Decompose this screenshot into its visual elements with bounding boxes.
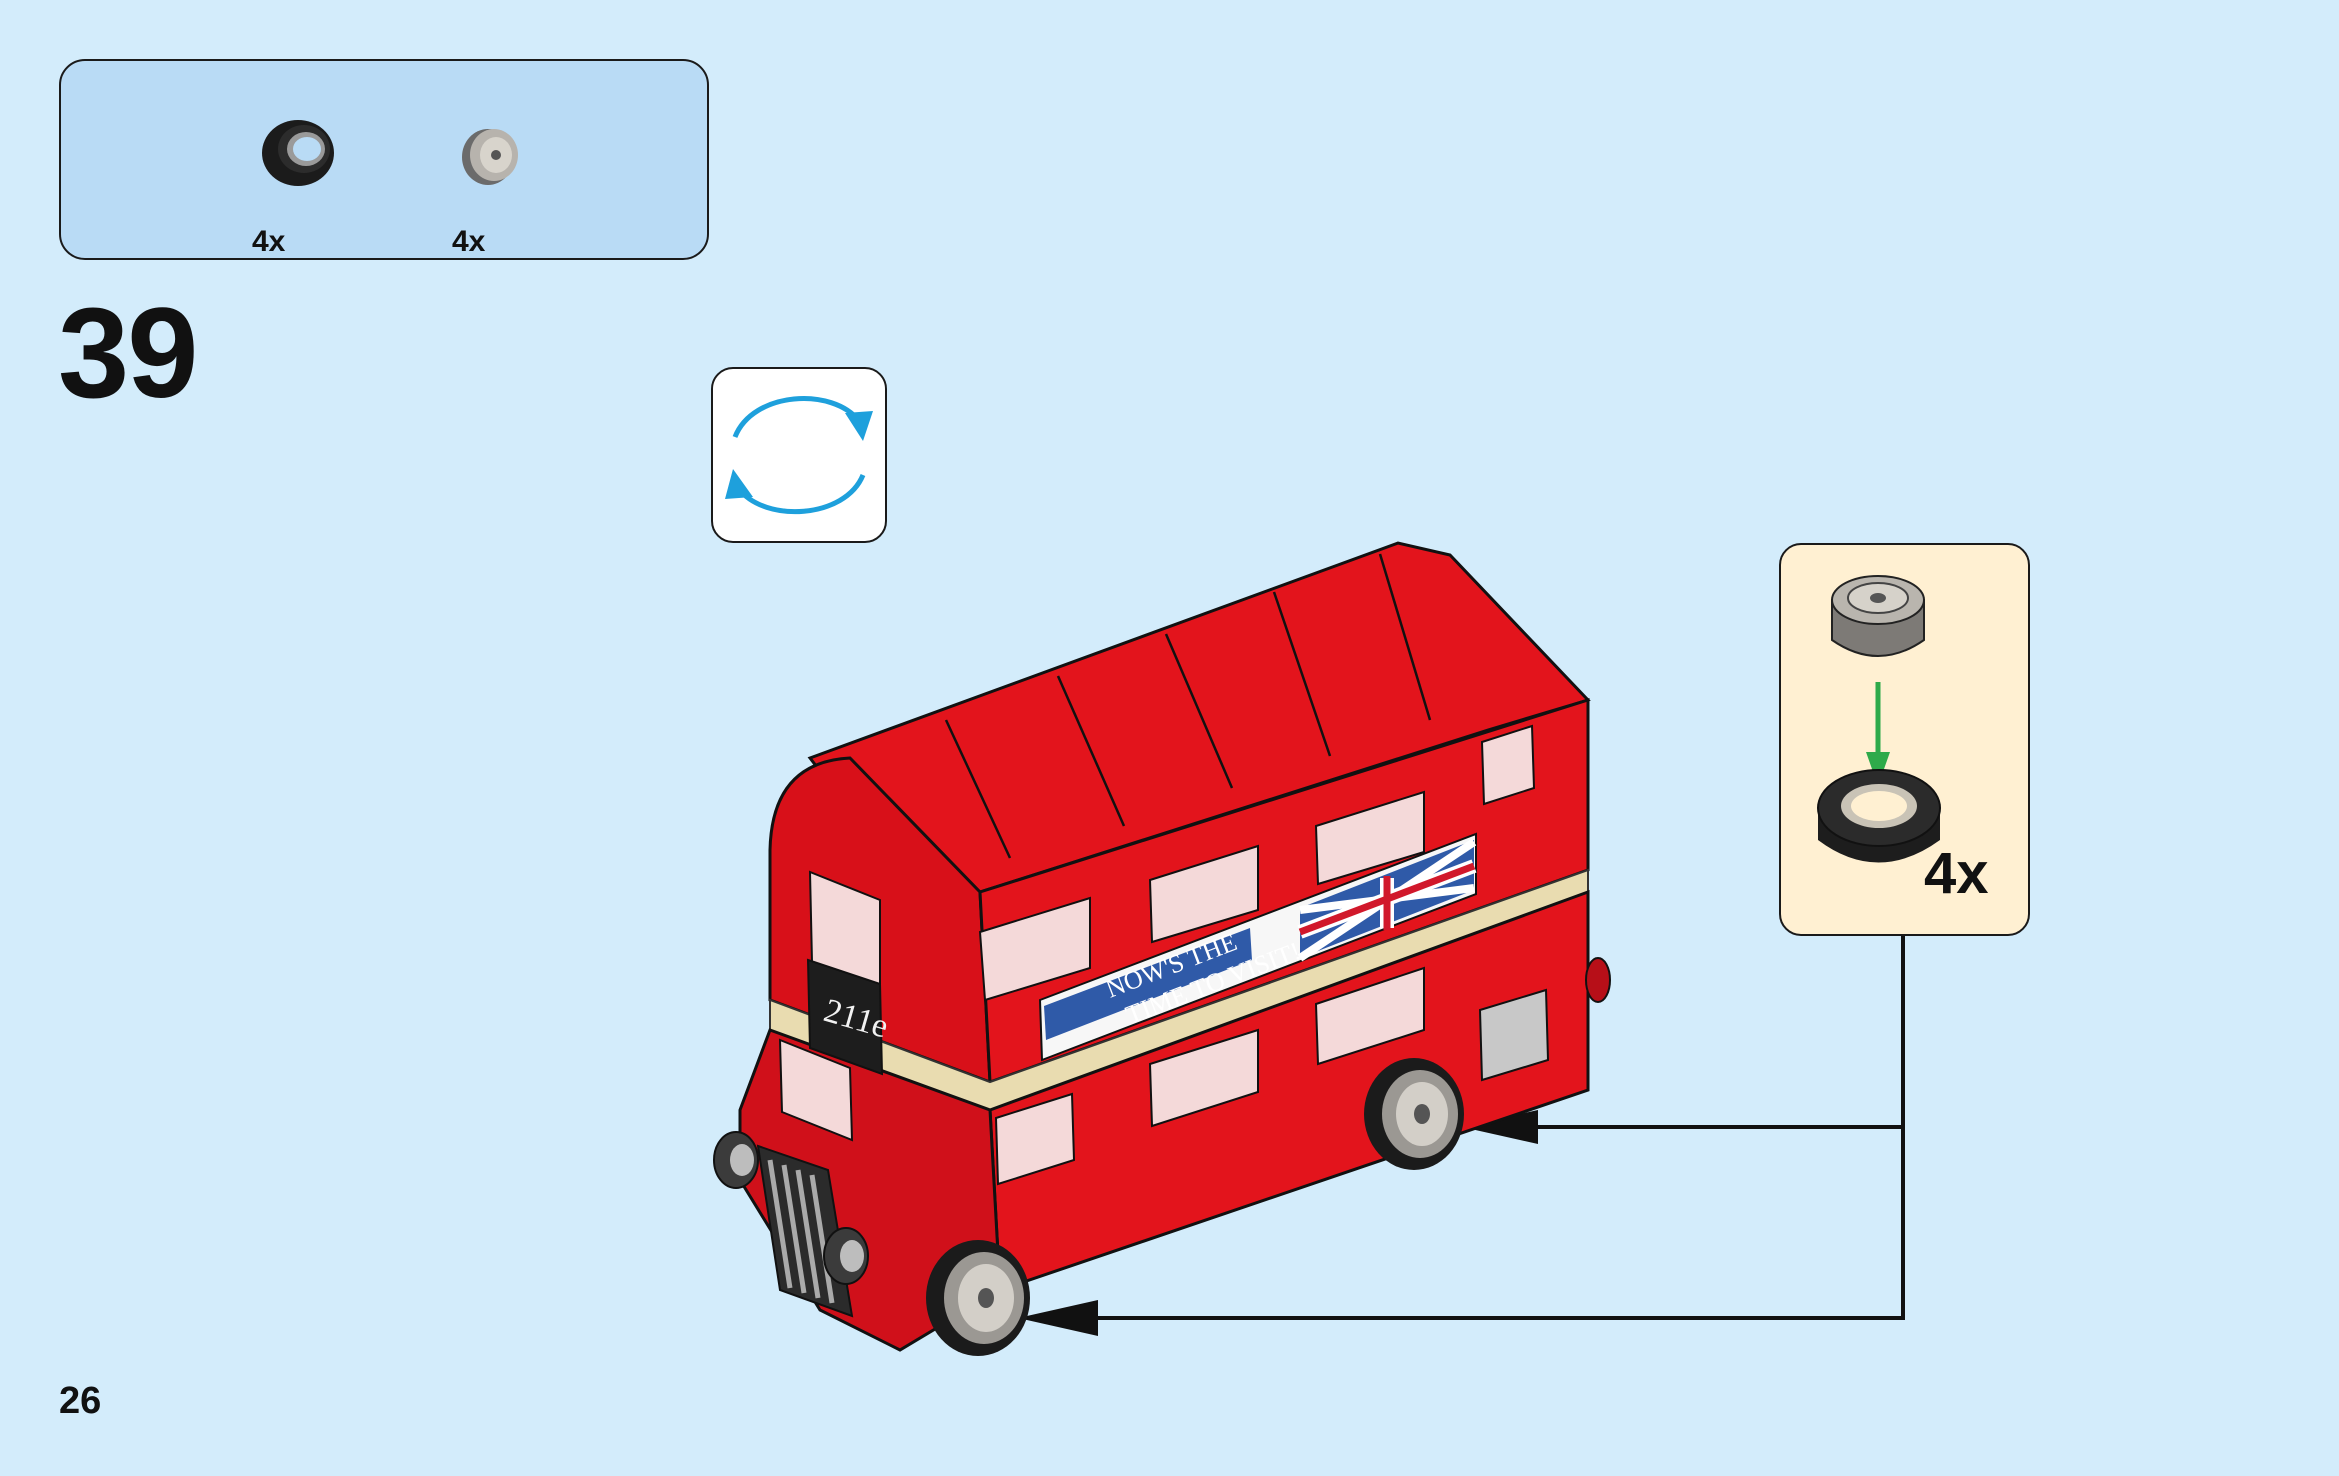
sub-assembly-wheel-rim-icon <box>1831 575 1925 657</box>
route-sign-plate <box>806 958 884 1076</box>
tire-quantity: 4x <box>252 225 286 258</box>
union-jack-icon <box>1297 838 1477 962</box>
rear-wheel-icon <box>1364 1058 1464 1170</box>
front-wheel-icon <box>926 1240 1030 1356</box>
arrowhead-front-wheel <box>1018 1300 1098 1336</box>
connector-front-wheel <box>1090 936 1905 1320</box>
sub-assembly-quantity: 4x <box>1924 841 1989 906</box>
part-wheel-rim: 4x <box>446 101 566 258</box>
wheel-rim-quantity: 4x <box>452 225 486 258</box>
bus-banner <box>1038 832 1477 1062</box>
sub-assembly-tire-icon <box>1817 769 1941 863</box>
part-tire: 4x <box>246 101 366 258</box>
page-number: 26 <box>59 1380 102 1422</box>
rotate-model-icon <box>725 396 873 515</box>
arrowhead-rear-wheel <box>1462 1110 1538 1144</box>
insert-arrow-head <box>1866 752 1890 786</box>
tire-icon <box>262 120 334 186</box>
bus-model <box>713 541 1611 1356</box>
rotate-model-callout <box>711 367 887 543</box>
step-number: 39 <box>58 282 198 425</box>
parts-list-box: 4x 4x <box>59 59 709 260</box>
wheel-rim-icon <box>462 129 518 185</box>
